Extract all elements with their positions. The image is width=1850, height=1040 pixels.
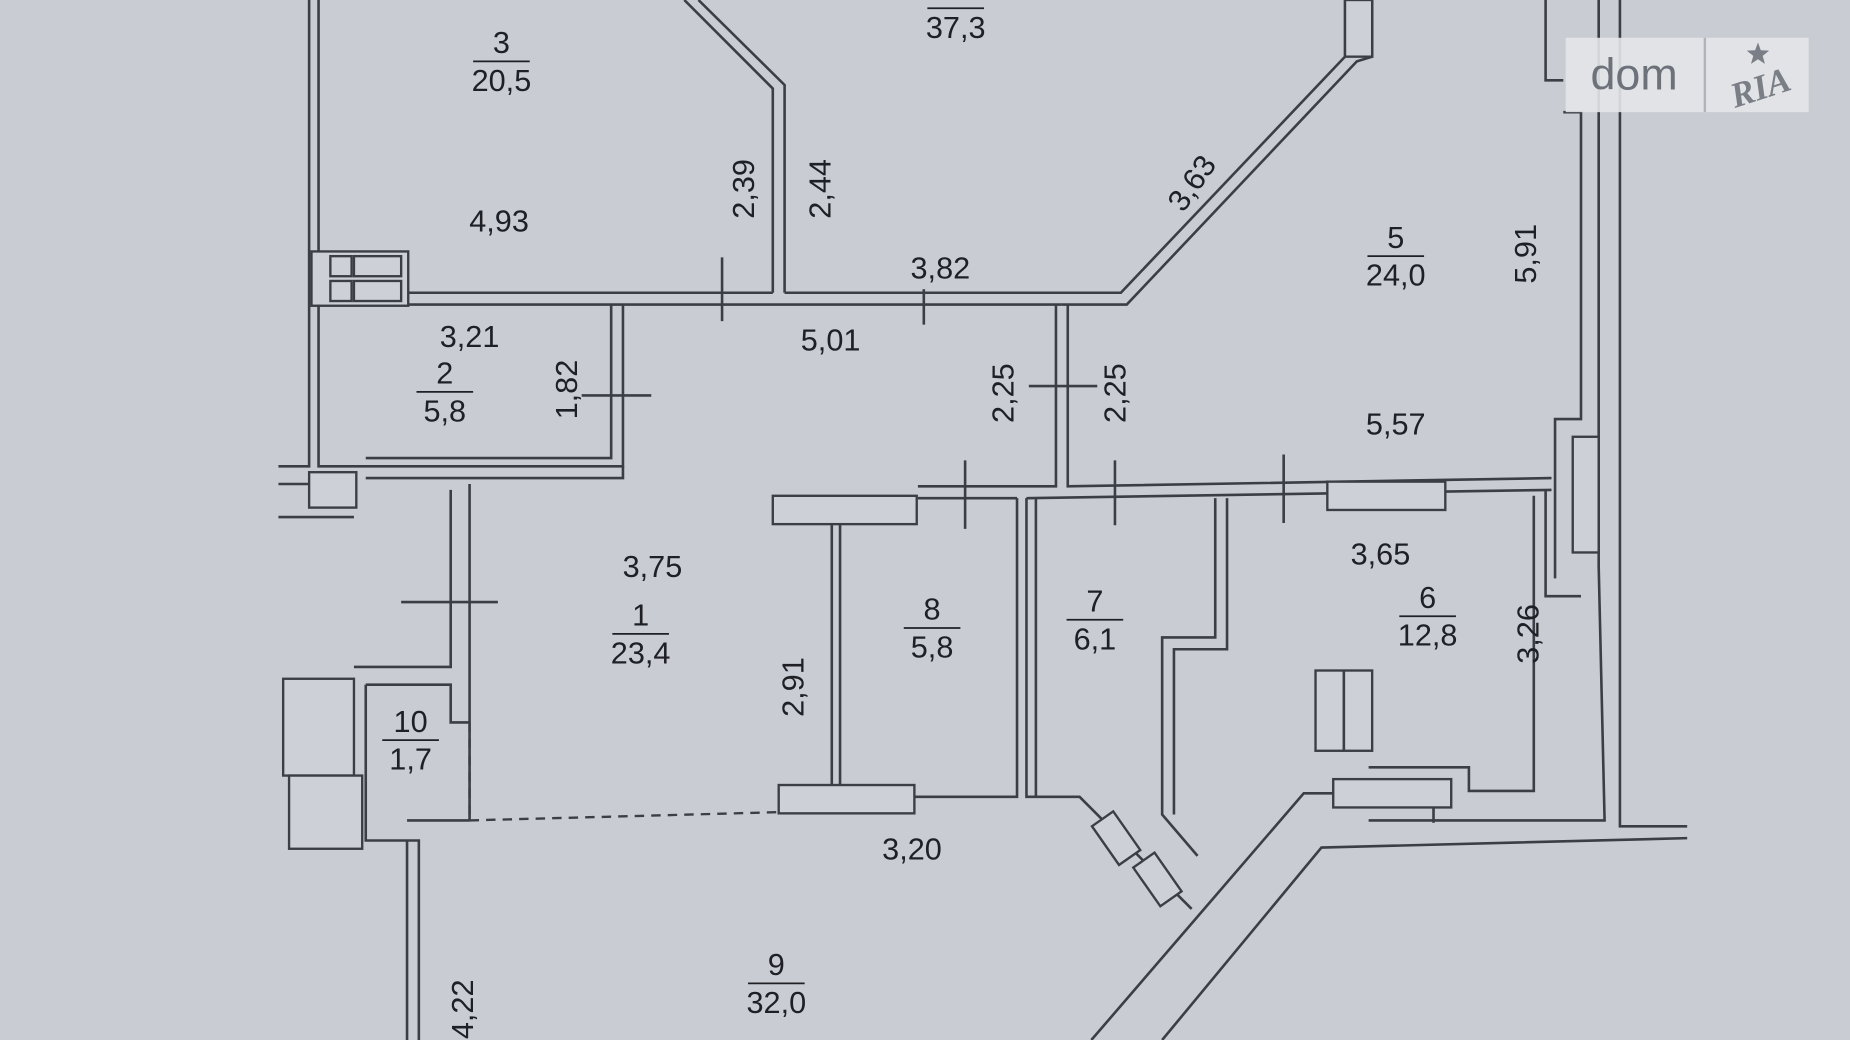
dimension-label: 3,65 [1351,536,1411,571]
dimension-label: 5,57 [1366,406,1426,441]
dimension-label: 4,93 [469,203,529,238]
room-label-4: 437,3 [926,0,986,45]
room-area: 23,4 [611,635,671,670]
room-area: 6,1 [1074,621,1117,656]
room-number: 5 [1387,220,1404,255]
dimension-label: 5,01 [801,323,861,358]
room-label-7: 76,1 [1066,583,1124,656]
room-number: 4 [947,0,964,7]
dimension-label: 2,39 [726,159,761,219]
room-area: 37,3 [926,10,986,45]
watermark-dom: dom [1590,49,1677,100]
room-area: 1,7 [389,742,432,777]
dimension-label: 1,82 [549,360,584,420]
room-number: 9 [768,947,785,982]
room-number: 2 [436,356,453,391]
dimension-label: 2,25 [985,363,1020,423]
room-area: 5,8 [423,393,466,428]
dimension-label: 3,21 [440,319,500,354]
walls [278,0,1688,1040]
watermark: dom RIA [1565,37,1809,116]
dimension-label: 2,44 [803,159,838,219]
room-area: 5,8 [911,630,954,665]
watermark-star-icon [1746,42,1770,64]
room-label-9: 932,0 [746,947,806,1020]
dimension-label: 3,75 [623,549,683,584]
room-number: 10 [394,704,428,739]
room-area: 12,8 [1398,618,1458,653]
room-label-10: 101,7 [382,704,439,777]
room-label-5: 524,0 [1366,220,1426,293]
room-label-2: 25,8 [416,356,474,428]
dimension-label: 3,82 [910,251,970,286]
dimension-label: 5,91 [1508,224,1543,284]
room-number: 7 [1086,583,1103,618]
room-area: 32,0 [746,985,806,1020]
dimension-label: 4,22 [445,979,480,1039]
room-label-6: 612,8 [1398,580,1458,653]
room-number: 1 [632,598,649,633]
room-number: 3 [493,25,510,60]
room-area: 20,5 [472,63,532,98]
room-number: 6 [1419,580,1436,615]
room-labels: 320,5437,3524,025,8123,485,876,1612,8101… [382,0,1457,1020]
dimension-label: 2,91 [775,657,810,717]
room-label-3: 320,5 [472,25,532,98]
room-label-8: 85,8 [903,592,961,665]
room-label-1: 123,4 [611,598,671,671]
room-number: 8 [924,592,941,627]
room-area: 24,0 [1366,258,1426,293]
dimension-label: 3,26 [1511,604,1546,664]
dimension-label: 2,25 [1098,363,1133,423]
dimension-label: 3,20 [882,831,942,866]
